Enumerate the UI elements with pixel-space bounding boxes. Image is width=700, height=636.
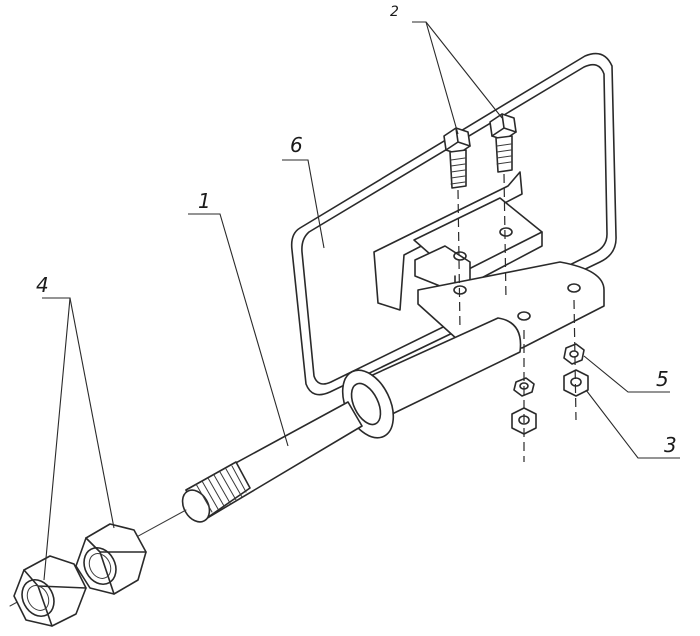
callout-2: 2 (390, 4, 399, 20)
callout-4: 4 (36, 273, 49, 297)
nut-part-3 (563, 369, 589, 397)
shaft-part-1 (181, 317, 522, 523)
wire-frame-part-6 (290, 52, 617, 396)
callout-1: 1 (198, 189, 211, 213)
bolt-part-2-right (489, 113, 517, 173)
callout-6: 6 (290, 133, 303, 157)
assembly-axes (457, 173, 577, 462)
hex-nut-part-4-front (13, 555, 87, 627)
bolt-part-2-left (443, 127, 471, 189)
washer-part-5 (563, 343, 585, 365)
callout-5: 5 (656, 367, 669, 391)
bracket-plate (373, 171, 543, 311)
hex-nut-part-4-rear (75, 523, 147, 595)
leader-lines (42, 21, 680, 581)
callout-3: 3 (664, 433, 677, 457)
